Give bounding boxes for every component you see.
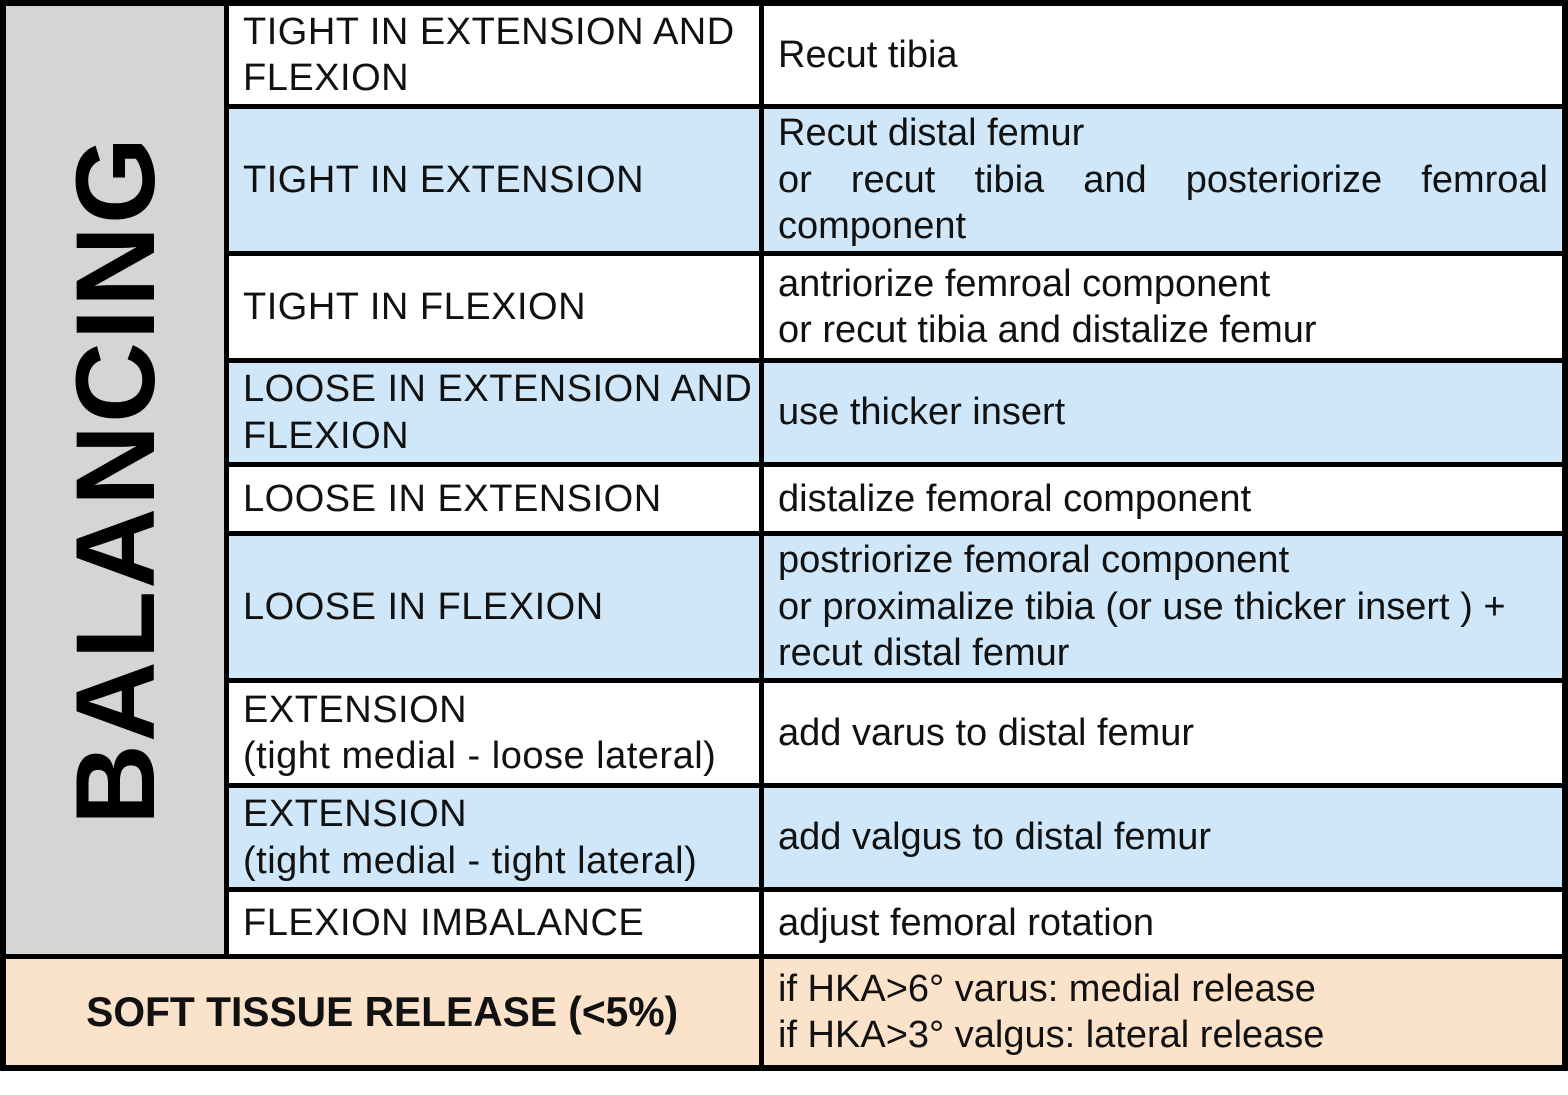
action-cell: use thicker insert xyxy=(764,363,1562,462)
action-text: adjust femoral rotation xyxy=(778,901,1154,944)
action-text: or proximalize tibia (or use thicker ins… xyxy=(778,585,1506,628)
condition-text: FLEXION xyxy=(243,414,410,457)
soft-tissue-release-cell: SOFT TISSUE RELEASE (<5%) xyxy=(6,959,759,1065)
balancing-header-cell: BALANCING xyxy=(6,6,224,954)
action-cell: Recut tibia xyxy=(764,6,1562,104)
condition-text: TIGHT IN EXTENSION AND xyxy=(243,10,735,53)
action-text: component xyxy=(778,205,967,248)
condition-text: (tight medial - tight lateral) xyxy=(243,839,698,882)
condition-cell: EXTENSION(tight medial - loose lateral) xyxy=(229,683,759,783)
condition-text: LOOSE IN FLEXION xyxy=(243,585,604,628)
condition-text: FLEXION IMBALANCE xyxy=(243,901,645,944)
action-cell: adjust femoral rotation xyxy=(764,892,1562,954)
soft-tissue-release-label: SOFT TISSUE RELEASE (<5%) xyxy=(86,988,679,1035)
action-text: add varus to distal femur xyxy=(778,711,1195,754)
balancing-table: BALANCING SOFT TISSUE RELEASE (<5%) if H… xyxy=(0,0,1568,1071)
action-text: add valgus to distal femur xyxy=(778,816,1212,859)
condition-cell: TIGHT IN FLEXION xyxy=(229,256,759,358)
condition-cell: EXTENSION(tight medial - tight lateral) xyxy=(229,788,759,887)
condition-cell: LOOSE IN FLEXION xyxy=(229,536,759,678)
condition-text: LOOSE IN EXTENSION AND xyxy=(243,368,753,411)
condition-text: EXTENSION xyxy=(243,793,468,836)
action-text: or recut tibia and posteriorize femroal xyxy=(778,158,1548,201)
hka-varus-release-text: if HKA>6° varus: medial release xyxy=(778,967,1316,1010)
condition-text: LOOSE IN EXTENSION xyxy=(243,477,662,520)
action-cell: distalize femoral component xyxy=(764,467,1562,531)
condition-text: EXTENSION xyxy=(243,688,468,731)
action-text: Recut tibia xyxy=(778,33,958,76)
action-text: postriorize femoral component xyxy=(778,539,1290,582)
condition-text: TIGHT IN EXTENSION xyxy=(243,158,645,201)
soft-tissue-release-action-cell: if HKA>6° varus: medial release if HKA>3… xyxy=(764,959,1562,1065)
hka-valgus-release-text: if HKA>3° valgus: lateral release xyxy=(778,1014,1325,1056)
condition-text: TIGHT IN FLEXION xyxy=(243,285,587,328)
condition-text: FLEXION xyxy=(243,57,410,99)
action-text: use thicker insert xyxy=(778,391,1066,434)
condition-cell: LOOSE IN EXTENSION xyxy=(229,467,759,531)
balancing-label: BALANCING xyxy=(52,135,178,825)
action-text: Recut distal femur xyxy=(778,112,1085,155)
action-text: distalize femoral component xyxy=(778,477,1252,520)
condition-text: (tight medial - loose lateral) xyxy=(243,735,717,777)
condition-cell: FLEXION IMBALANCE xyxy=(229,892,759,954)
action-cell: add valgus to distal femur xyxy=(764,788,1562,887)
action-text: antriorize femroal component xyxy=(778,262,1271,305)
condition-cell: TIGHT IN EXTENSION xyxy=(229,109,759,251)
action-text: recut distal femur xyxy=(778,632,1070,675)
hka-release-lines: if HKA>6° varus: medial release if HKA>3… xyxy=(778,966,1548,1059)
action-text: or recut tibia and distalize femur xyxy=(778,309,1317,351)
action-cell: add varus to distal femur xyxy=(764,683,1562,783)
